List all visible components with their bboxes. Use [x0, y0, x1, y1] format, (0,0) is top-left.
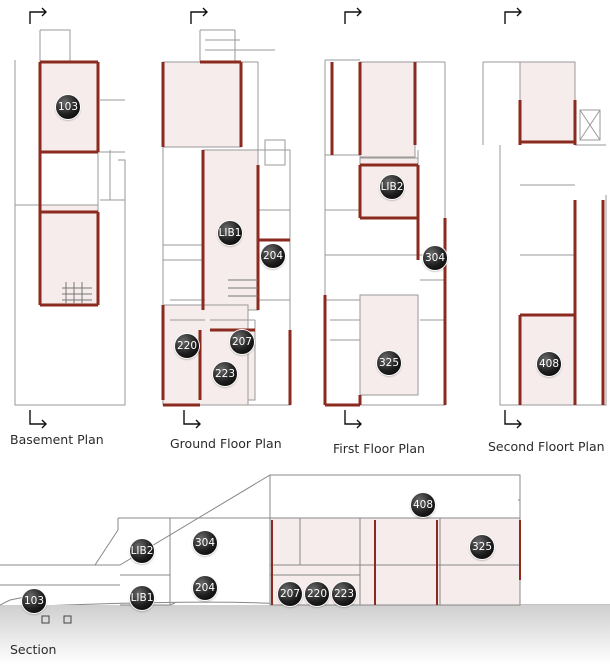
section-badge-207[interactable]: 207	[278, 582, 302, 606]
room-badge-223[interactable]: 223	[213, 362, 237, 386]
first-floor-plan	[323, 59, 447, 407]
room-badge-220[interactable]: 220	[175, 334, 199, 358]
section-badge-325[interactable]: 325	[470, 535, 494, 559]
section-badge-204[interactable]: 204	[193, 576, 217, 600]
ground-floor-plan	[161, 29, 292, 407]
section-badge-220[interactable]: 220	[305, 582, 329, 606]
room-badge-408[interactable]: 408	[537, 352, 561, 376]
room-badge-103[interactable]: 103	[56, 95, 80, 119]
section-badge-lib2[interactable]: LIB2	[130, 539, 154, 563]
basement-plan	[14, 29, 126, 406]
section-badge-408[interactable]: 408	[411, 493, 435, 517]
room-badge-lib2[interactable]: LIB2	[380, 175, 404, 199]
section-arrows-bottom	[29, 410, 522, 429]
first-floor-plan-label: First Floor Plan	[333, 441, 425, 456]
section-arrows-top	[29, 7, 522, 24]
room-badge-325[interactable]: 325	[377, 351, 401, 375]
section-label: Section	[10, 642, 57, 657]
room-badge-204[interactable]: 204	[261, 244, 285, 268]
section-badge-103[interactable]: 103	[22, 589, 46, 613]
section-badge-223[interactable]: 223	[332, 582, 356, 606]
room-badge-lib1[interactable]: LIB1	[218, 221, 242, 245]
ground-floor-plan-label: Ground Floor Plan	[170, 436, 282, 451]
basement-plan-label: Basement Plan	[10, 432, 104, 447]
section-badge-lib1[interactable]: LIB1	[130, 586, 154, 610]
second-floor-plan-label: Second Floort Plan	[488, 439, 605, 454]
room-badge-304[interactable]: 304	[423, 246, 447, 270]
building-section	[0, 474, 610, 665]
section-badge-304[interactable]: 304	[193, 531, 217, 555]
room-badge-207[interactable]: 207	[230, 330, 254, 354]
